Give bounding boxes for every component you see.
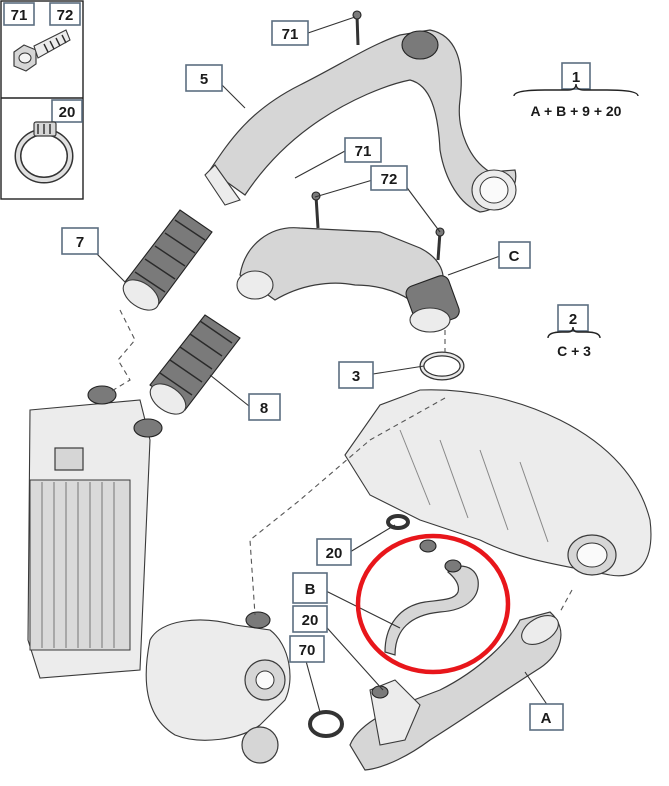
callout-3-label: 3 — [352, 368, 360, 385]
bolt-icon — [13, 29, 71, 72]
callout-8: 8 — [248, 393, 281, 421]
formula-1-ref: 1 — [572, 69, 580, 86]
callout-20-a-label: 20 — [326, 545, 343, 562]
callout-7: 7 — [61, 227, 99, 255]
callout-8-label: 8 — [260, 400, 268, 417]
callout-c: C — [498, 241, 531, 269]
callout-71-top: 71 — [271, 20, 309, 46]
callout-71-mid-label: 71 — [355, 143, 372, 160]
formula-1-expression: A + B + 9 + 20 — [531, 103, 622, 119]
callout-20-a: 20 — [316, 538, 352, 566]
legend-ref-72: 72 — [57, 7, 74, 24]
callout-20-b: 20 — [292, 605, 328, 633]
legend-ref-71: 71 — [11, 7, 28, 24]
callout-70: 70 — [289, 635, 325, 663]
callout-3: 3 — [338, 361, 374, 389]
legend-ref-20: 20 — [59, 104, 76, 121]
callout-70-label: 70 — [299, 642, 316, 659]
legend-box: 71 72 20 — [0, 0, 84, 200]
formula-2: 2 C + 3 — [547, 304, 601, 359]
intake-connector-c — [236, 191, 460, 333]
assembly-dashed-lines — [109, 309, 573, 616]
callout-71-mid: 71 — [344, 137, 382, 163]
intercooler — [27, 385, 163, 679]
hose-8 — [149, 314, 241, 415]
callout-a-label: A — [541, 710, 552, 727]
callout-5-label: 5 — [200, 71, 208, 88]
highlight-circle — [355, 533, 511, 675]
formula-2-expression: C + 3 — [557, 343, 591, 359]
clamp-3 — [419, 351, 465, 381]
callout-a: A — [529, 703, 564, 731]
turbocharger — [145, 611, 291, 764]
callout-71-top-label: 71 — [282, 26, 299, 43]
hose-clamp-icon — [14, 121, 74, 184]
formula-1: 1 A + B + 9 + 20 — [513, 62, 639, 119]
leader-lines — [93, 16, 549, 713]
callout-72-label: 72 — [381, 171, 398, 188]
intake-manifold — [344, 389, 652, 577]
callout-72: 72 — [370, 165, 408, 191]
callout-5: 5 — [185, 64, 223, 92]
intake-pipe-5 — [204, 10, 517, 213]
hose-b — [384, 514, 479, 656]
callouts: 71 5 71 72 7 C 8 3 — [61, 20, 564, 731]
hose-7 — [122, 209, 213, 311]
hose-a — [349, 611, 562, 771]
callout-c-label: C — [509, 248, 520, 265]
callout-20-b-label: 20 — [302, 612, 319, 629]
callout-7-label: 7 — [76, 234, 84, 251]
formula-2-ref: 2 — [569, 311, 577, 328]
callout-b: B — [292, 572, 328, 604]
clamp-70 — [308, 710, 344, 738]
callout-b-label: B — [305, 581, 316, 598]
